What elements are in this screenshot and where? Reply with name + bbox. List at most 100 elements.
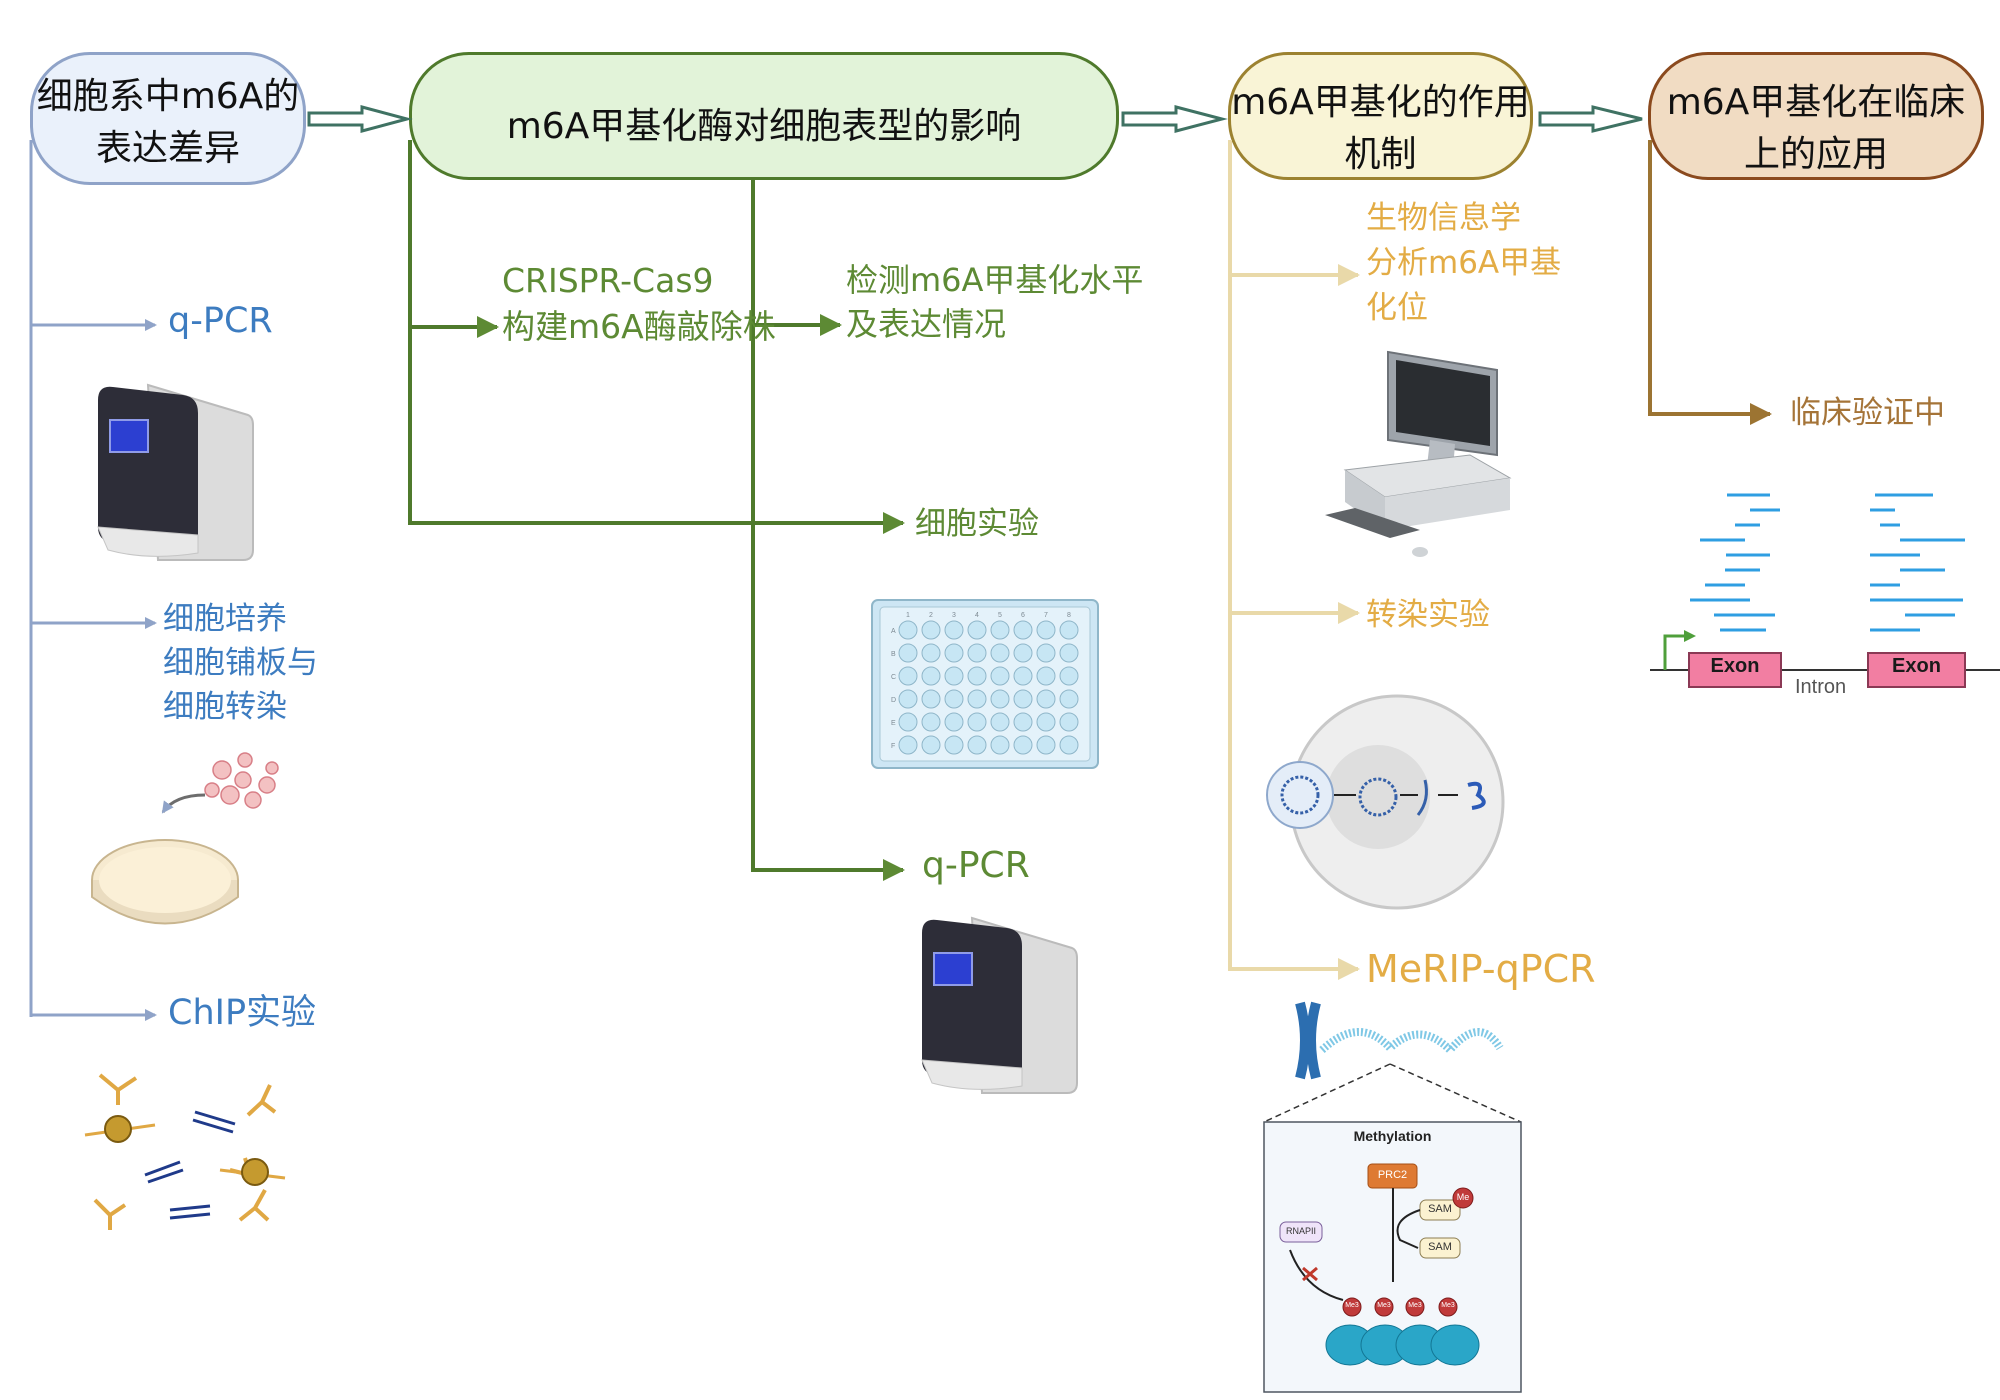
- plate-well: [990, 735, 1010, 755]
- plate-well: [967, 666, 987, 686]
- plate-well: [1013, 712, 1033, 732]
- plate-row-label: E: [891, 720, 896, 727]
- plate-column-label: 6: [1021, 612, 1025, 619]
- cell-transfection-icon: [1266, 694, 1505, 910]
- rnapii-label: RNAPII: [1285, 1226, 1316, 1236]
- col1-connectors: [29, 140, 157, 1021]
- plate-row-label: D: [891, 697, 896, 704]
- plate-row-label: B: [891, 651, 896, 658]
- antibody-dna-icon: [84, 1073, 286, 1230]
- plate-well: [1036, 666, 1056, 686]
- plate-well: [1059, 712, 1079, 732]
- col2-label-m6a-level: 检测m6A甲基化水平 及表达情况: [846, 261, 1144, 343]
- col1-label-cell-culture: 细胞培养 细胞铺板与 细胞转染: [163, 601, 318, 725]
- stage-arrow-3: [1538, 105, 1643, 133]
- plate-well: [921, 643, 941, 663]
- plate-row-label: F: [891, 743, 895, 750]
- exon-label-right: Exon: [1892, 655, 1941, 677]
- qpcr-machine-icon: [97, 383, 254, 561]
- me3-label-3: Me3: [1408, 1302, 1422, 1309]
- sam-top-label: SAM: [1428, 1203, 1452, 1215]
- exon-label-left: Exon: [1710, 655, 1760, 677]
- stage-clinical-application: m6A甲基化在临床上的应用: [1648, 52, 1984, 180]
- plate-well: [898, 620, 918, 640]
- stage-arrow-2: [1121, 105, 1228, 133]
- col4-connectors: [1648, 140, 1772, 425]
- col2-label-crispr: CRISPR-Cas9 构建m6A酶敲除株: [502, 261, 776, 346]
- plate-well: [1013, 689, 1033, 709]
- col1-label-qpcr: q-PCR: [168, 301, 273, 341]
- plate-column-label: 3: [952, 612, 956, 619]
- plate-well: [898, 735, 918, 755]
- plate-well: [1036, 735, 1056, 755]
- plate-well: [1013, 620, 1033, 640]
- me3-label-1: Me3: [1345, 1302, 1359, 1309]
- plate-well: [944, 666, 964, 686]
- plate-well: [1036, 620, 1056, 640]
- plate-well: [1059, 620, 1079, 640]
- plate-well: [944, 643, 964, 663]
- plate-column-label: 1: [906, 612, 910, 619]
- plate-row-label: C: [891, 674, 896, 681]
- plate-well: [898, 689, 918, 709]
- plate-well: [990, 666, 1010, 686]
- plate-well: [921, 735, 941, 755]
- plate-well: [898, 643, 918, 663]
- plate-well: [990, 643, 1010, 663]
- cell-culture-dish-icon: [91, 752, 279, 925]
- plate-well: [898, 712, 918, 732]
- plate-row-label: A: [891, 628, 896, 635]
- plate-well: [990, 712, 1010, 732]
- plate-well: [1036, 689, 1056, 709]
- plate-well: [921, 620, 941, 640]
- stage-mechanism: m6A甲基化的作用机制: [1228, 52, 1533, 180]
- col3-label-merip: MeRIP-qPCR: [1366, 947, 1596, 991]
- plate-well: [967, 620, 987, 640]
- chromosome-methylation-icon: [1263, 1001, 1522, 1393]
- plate-column-label: 4: [975, 612, 979, 619]
- plate-column-label: 8: [1067, 612, 1071, 619]
- plate-well: [944, 689, 964, 709]
- plate-well: [990, 620, 1010, 640]
- intron-label: Intron: [1795, 676, 1847, 698]
- plate-well: [1013, 666, 1033, 686]
- col2-label-qpcr: q-PCR: [922, 845, 1030, 886]
- sam-bottom-label: SAM: [1428, 1241, 1452, 1253]
- me3-label-2: Me3: [1377, 1302, 1391, 1309]
- plate-well: [990, 689, 1010, 709]
- plate-well: [1036, 643, 1056, 663]
- me-label: Me: [1456, 1192, 1470, 1202]
- plate-well: [967, 735, 987, 755]
- plate-well: [967, 712, 987, 732]
- plate-well: [1059, 643, 1079, 663]
- plate-well: [1059, 666, 1079, 686]
- plate-well: [1036, 712, 1056, 732]
- plate-well: [921, 712, 941, 732]
- col1-label-chip: ChIP实验: [168, 993, 317, 1033]
- stage-phenotype-effect: m6A甲基化酶对细胞表型的影响: [409, 52, 1119, 180]
- methylation-title: Methylation: [1353, 1128, 1432, 1144]
- gene-exon-intron-icon: [1650, 493, 2000, 688]
- col3-label-transfection: 转染实验: [1366, 597, 1490, 633]
- plate-well: [967, 689, 987, 709]
- col3-label-bioinformatics: 生物信息学 分析m6A甲基 化位: [1366, 200, 1562, 326]
- plate-column-label: 5: [998, 612, 1002, 619]
- me3-label-4: Me3: [1441, 1302, 1455, 1309]
- col2-label-cell-experiment: 细胞实验: [915, 506, 1039, 542]
- plate-well: [921, 689, 941, 709]
- plate-well: [1059, 689, 1079, 709]
- plate-well: [944, 735, 964, 755]
- col3-connectors: [1228, 140, 1360, 980]
- plate-well: [1013, 643, 1033, 663]
- plate-well: [967, 643, 987, 663]
- plate-column-label: 7: [1044, 612, 1048, 619]
- col4-label-clinical: 临床验证中: [1790, 395, 1945, 431]
- qpcr-machine-icon-2: [921, 916, 1078, 1094]
- col2-connectors: [408, 140, 905, 881]
- plate-well: [898, 666, 918, 686]
- plate-well: [944, 620, 964, 640]
- plate-well: [1059, 735, 1079, 755]
- prc2-label: PRC2: [1377, 1169, 1408, 1181]
- stage-expression-difference: 细胞系中m6A的表达差异: [30, 52, 306, 185]
